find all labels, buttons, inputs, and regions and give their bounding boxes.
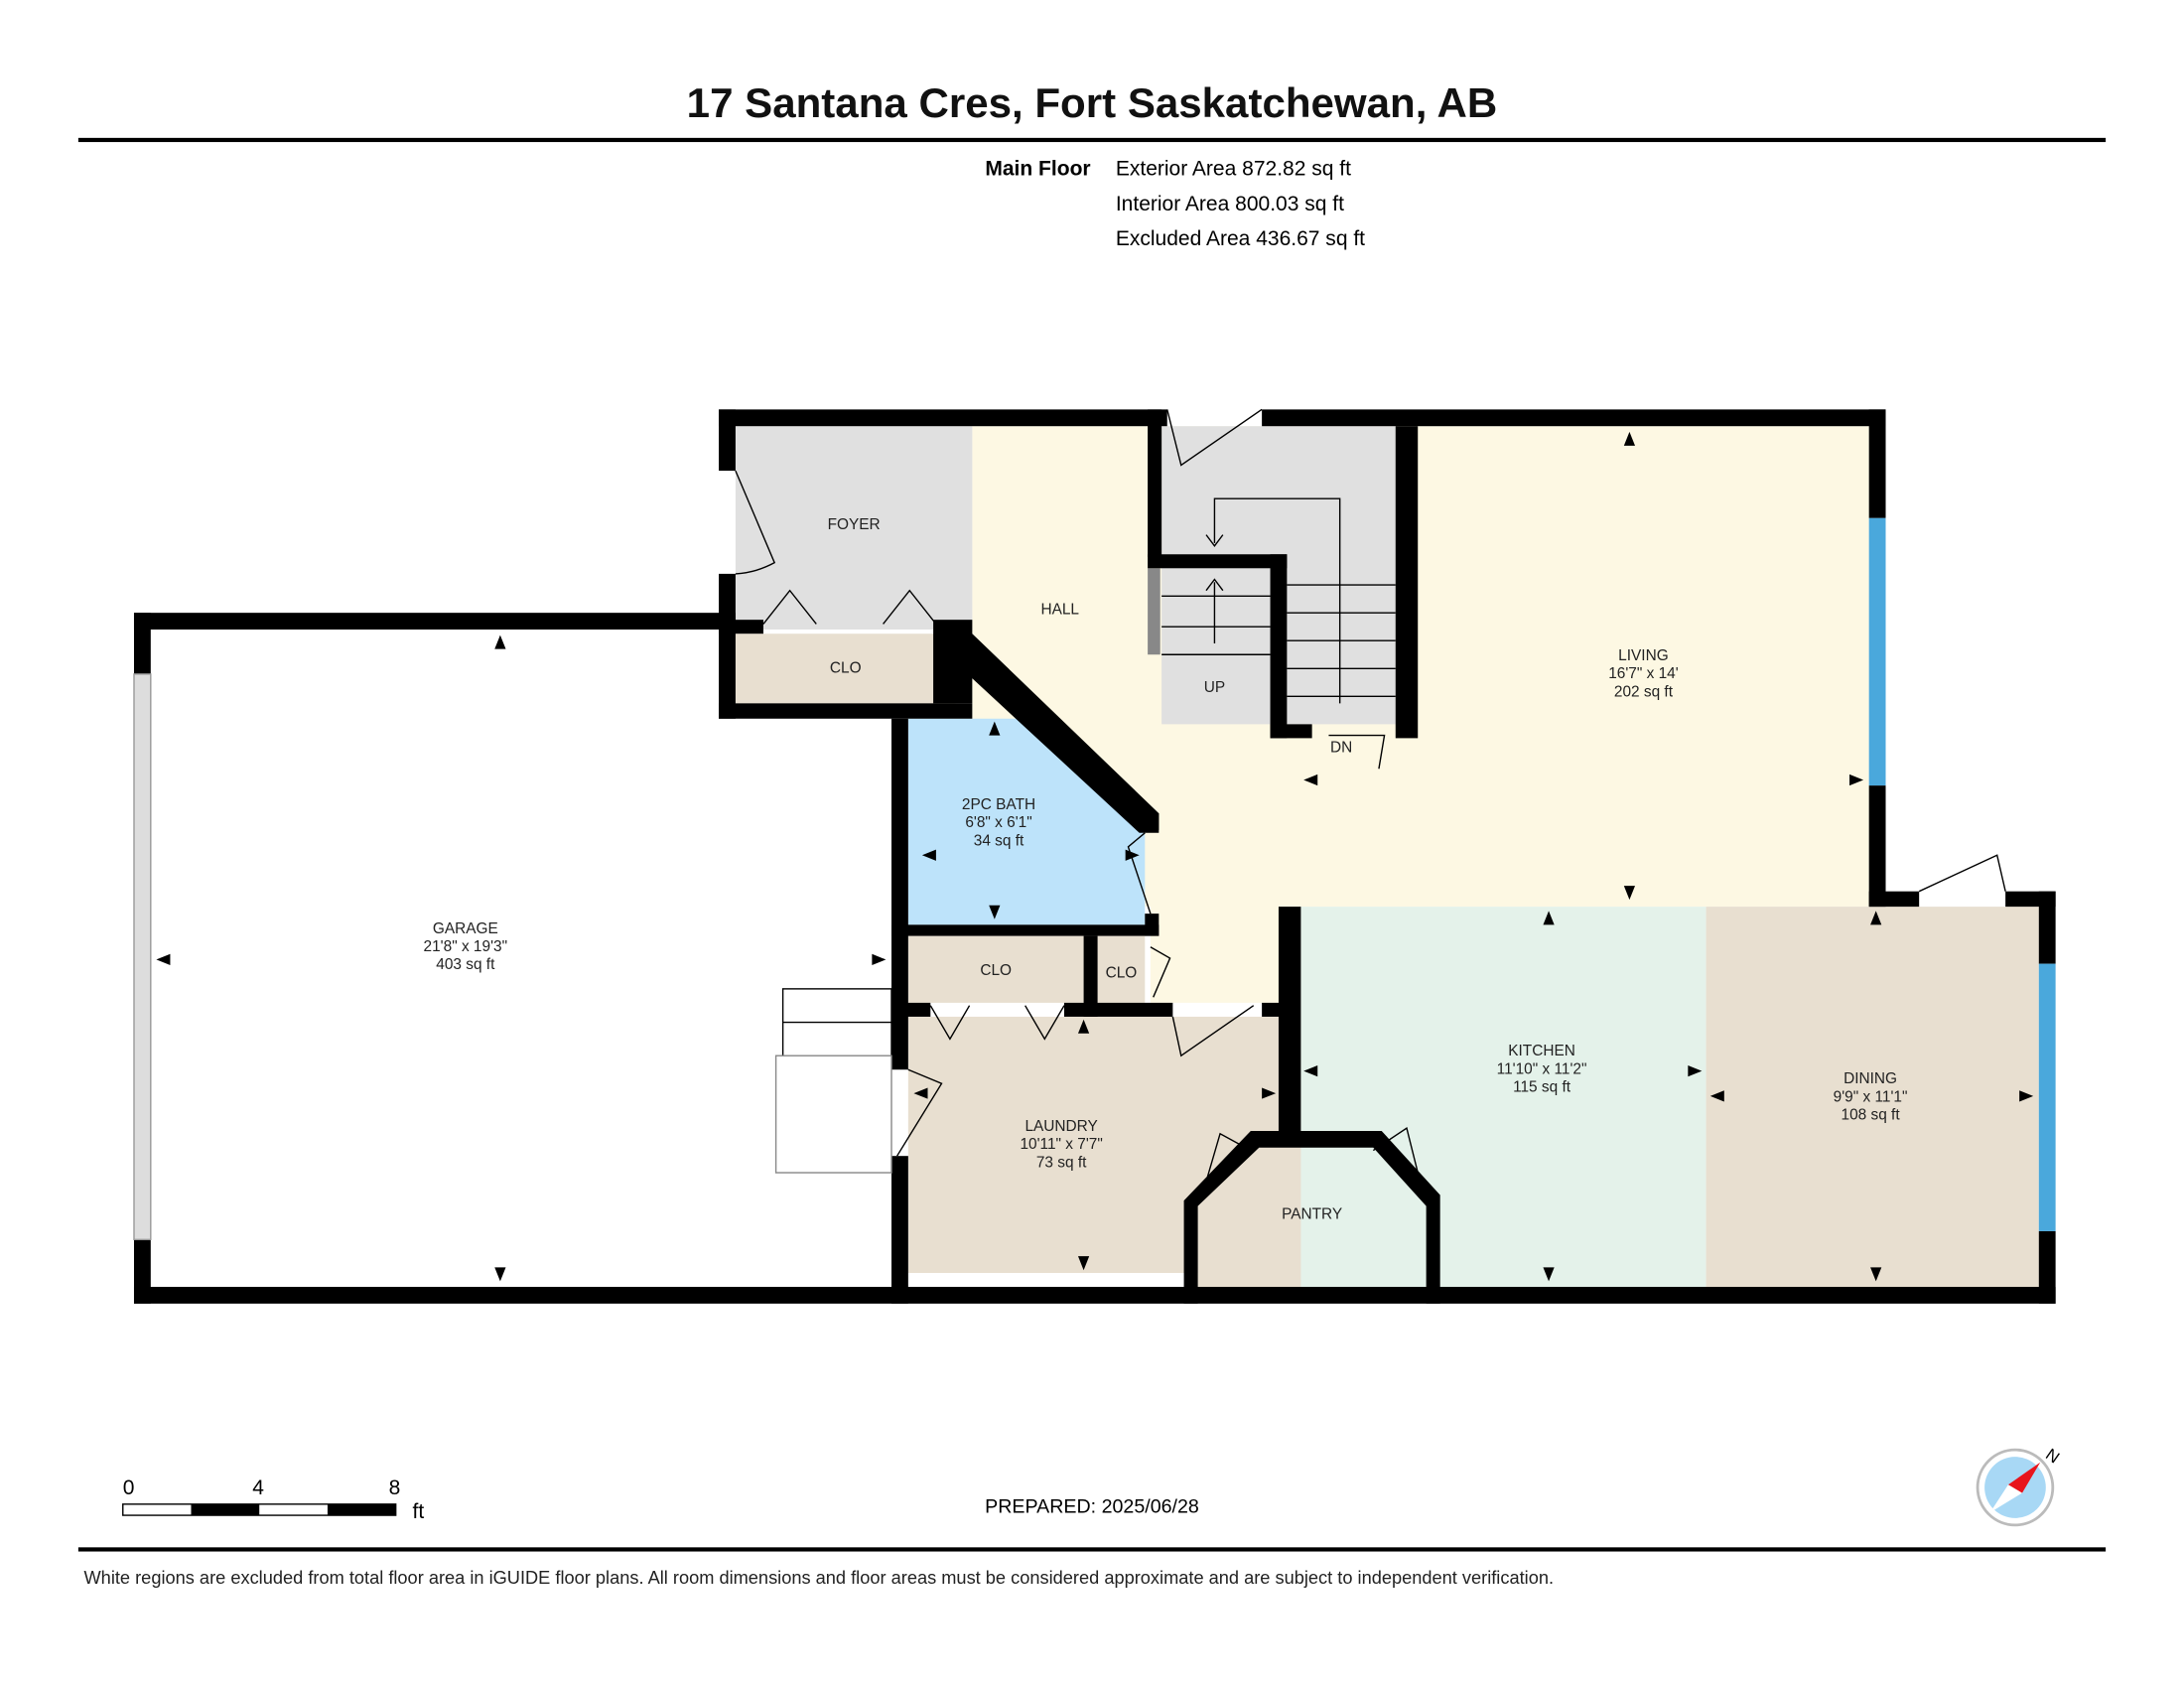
dining-dims: 9'9" x 11'1" [1834, 1088, 1908, 1105]
dining-fill [1706, 907, 2039, 1288]
living-label: LIVING [1618, 647, 1669, 664]
living-dims: 16'7" x 14' [1608, 665, 1679, 682]
closet2-label: CLO [1106, 965, 1138, 982]
closet1-fill [907, 935, 1084, 1003]
hall-lower-fill [1150, 821, 1282, 1003]
closet2-fill [1097, 935, 1146, 1003]
garage-step [774, 988, 892, 1174]
laundry-label: LAUNDRY [1024, 1118, 1097, 1135]
garage-area: 403 sq ft [436, 956, 495, 973]
bath-dims: 6'8" x 6'1" [965, 814, 1031, 831]
walls [133, 409, 2056, 1304]
prepared-date: PREPARED: 2025/06/28 [985, 1495, 1199, 1517]
living-window [1868, 517, 1886, 786]
kitchen-dims: 11'10" x 11'2" [1497, 1060, 1587, 1077]
scale-tick-0: 0 [123, 1477, 135, 1499]
disclaimer: White regions are excluded from total fl… [83, 1567, 1554, 1588]
room-fills [735, 426, 2039, 1288]
closet1-label: CLO [980, 962, 1012, 979]
pantry-label: PANTRY [1282, 1205, 1342, 1222]
kitchen-label: KITCHEN [1508, 1043, 1575, 1059]
garage-dims: 21'8" x 19'3" [424, 938, 508, 955]
exterior-area: Exterior Area 872.82 sq ft [1116, 158, 1351, 181]
scale-tick-4: 4 [252, 1477, 264, 1499]
foyer-fill [735, 426, 973, 630]
floor-name: Main Floor [985, 158, 1090, 181]
dimension-arrows [156, 431, 2034, 1282]
staircase [1161, 497, 1396, 704]
header-divider [77, 137, 2107, 143]
dining-label: DINING [1843, 1070, 1897, 1087]
laundry-dims: 10'11" x 7'7" [1020, 1136, 1102, 1153]
foyer-label: FOYER [828, 516, 881, 533]
dining-window [2038, 963, 2056, 1231]
foyer-closet-label: CLO [830, 659, 862, 676]
living-area: 202 sq ft [1614, 683, 1674, 700]
bath-fill [907, 718, 1146, 925]
bath-area: 34 sq ft [974, 832, 1024, 849]
kitchen-fill [1300, 907, 1706, 1288]
compass-icon: N [1976, 1445, 2063, 1527]
stair-rail [1148, 568, 1160, 655]
foyer-closet-fill [735, 633, 956, 704]
doors [735, 408, 2006, 1201]
laundry-area: 73 sq ft [1036, 1154, 1087, 1171]
kitchen-area: 115 sq ft [1513, 1079, 1571, 1096]
scale-bar: 0 4 8 ft [122, 1477, 425, 1523]
garage-label: GARAGE [433, 920, 498, 937]
footer-divider [77, 1547, 2107, 1552]
hall-label: HALL [1040, 602, 1079, 619]
scale-tick-8: 8 [389, 1477, 401, 1499]
bath-label: 2PC BATH [962, 796, 1035, 813]
stairs-up-label: UP [1204, 679, 1225, 696]
scale-unit: ft [413, 1500, 425, 1523]
dining-area: 108 sq ft [1842, 1107, 1901, 1124]
stairs-down-label: DN [1330, 739, 1352, 756]
interior-area: Interior Area 800.03 sq ft [1116, 193, 1344, 215]
garage-door [133, 673, 152, 1241]
excluded-area: Excluded Area 436.67 sq ft [1116, 227, 1365, 250]
page-title: 17 Santana Cres, Fort Saskatchewan, AB [687, 79, 1498, 126]
